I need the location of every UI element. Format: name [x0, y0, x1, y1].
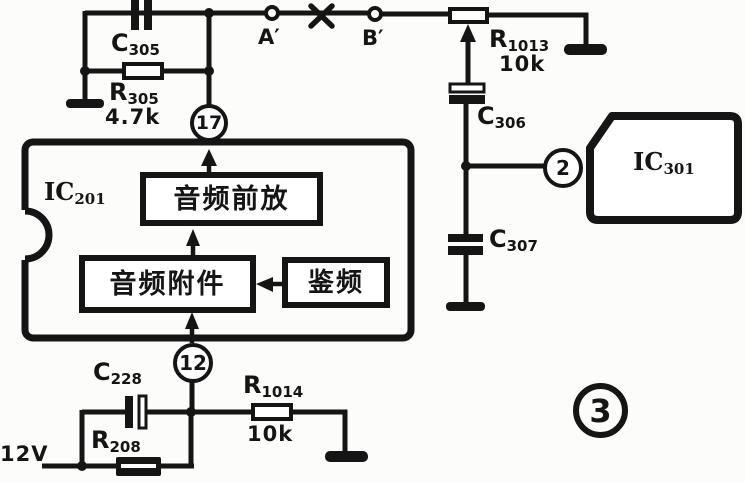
discriminator-block-box	[282, 257, 390, 308]
pin-17-number: 17	[195, 112, 223, 134]
testpoint-b-terminal-icon	[367, 6, 383, 22]
r208-ref: R	[91, 426, 110, 454]
wire-r1013-to-ground	[486, 12, 589, 45]
r305-ref: R	[109, 78, 128, 106]
c306-label: C306	[477, 102, 526, 131]
r1013-sub: 1013	[507, 37, 550, 55]
arrowhead-left-aux-icon	[256, 277, 273, 292]
c307-label: C307	[489, 225, 538, 254]
r1013-value: 10k	[499, 52, 546, 76]
resistor-r305-icon	[122, 62, 164, 80]
ic201-notch-icon	[24, 207, 53, 263]
c305-label: C305	[111, 29, 160, 58]
testpoint-a-terminal-icon	[264, 5, 280, 21]
discriminator-block-label: 鉴频	[307, 267, 364, 298]
c306-ref: C	[477, 102, 495, 130]
ic201-ref: IC	[44, 177, 75, 206]
ic301-sub: 301	[663, 160, 695, 178]
ic301-ref: IC	[633, 147, 664, 176]
cut-x-icon	[308, 3, 335, 29]
resistor-r1013-icon	[448, 7, 489, 24]
preamp-block-box	[140, 172, 323, 226]
resistor-r208-slit	[121, 464, 156, 468]
cap-c306-plate-pos-icon	[448, 82, 486, 94]
c307-ref: C	[489, 225, 507, 253]
ic301-outline	[586, 112, 742, 224]
pin-2-badge: 2	[543, 148, 583, 188]
c305-ref: C	[111, 29, 129, 57]
ic201-label: IC201	[44, 177, 106, 207]
arrowhead-up-aux-icon	[185, 312, 199, 329]
cap-c228-plate2-icon	[137, 394, 148, 430]
aux-block-box	[79, 255, 256, 313]
cap-c307-plate2-icon	[448, 246, 483, 255]
junction-dot	[77, 461, 87, 471]
pin-2-number: 2	[556, 156, 570, 180]
r208-label: R208	[91, 426, 141, 455]
testpoint-b-label: B′	[362, 26, 384, 50]
resistor-r1014-icon	[251, 403, 293, 421]
junction-dot	[204, 66, 214, 76]
junction-dot	[204, 8, 214, 18]
r305-sub: 305	[127, 90, 159, 108]
ic301-label: IC301	[590, 147, 738, 177]
r305-value: 4.7k	[105, 105, 161, 129]
junction-dot	[461, 161, 471, 171]
ic201-sub: 201	[74, 190, 106, 208]
c228-label: C228	[93, 358, 142, 387]
c228-sub: 228	[110, 370, 142, 388]
ground1-icon	[66, 99, 104, 108]
c305-sub: 305	[128, 41, 160, 59]
c228-ref: C	[93, 358, 111, 386]
arrowhead-up-pin17-icon	[201, 149, 217, 166]
r305-label: R305	[109, 78, 159, 107]
wire-r1014-branch	[191, 409, 348, 453]
figure-number: 3	[589, 391, 612, 430]
r1014-sub: 1014	[261, 383, 304, 401]
cap-c228-plate1-icon	[125, 396, 133, 428]
r208-sub: 208	[109, 438, 141, 456]
aux-block-label: 音频附件	[109, 268, 226, 300]
supply-12v-label: 12V	[0, 442, 49, 466]
figure-number-badge: 3	[573, 383, 628, 438]
cap-c306-plate-neg-icon	[449, 95, 485, 104]
junction-dot	[186, 407, 196, 417]
cap-c305-plate2-icon	[144, 0, 152, 30]
arrowhead-up-preamp-icon	[186, 229, 200, 246]
arrowhead-wiper-icon	[460, 24, 476, 42]
pin-12-number: 12	[179, 351, 207, 375]
cap-c305-plate1-icon	[131, 0, 139, 30]
r1013-label: R1013	[489, 25, 549, 54]
r1014-label: R1014	[243, 371, 303, 400]
c307-sub: 307	[506, 237, 538, 255]
r1014-value: 10k	[247, 422, 294, 446]
testpoint-a-label: A′	[258, 25, 280, 49]
r1014-ref: R	[243, 371, 262, 399]
ground4-icon	[325, 451, 368, 462]
cap-c307-plate1-icon	[448, 234, 483, 242]
ground2-icon	[564, 44, 607, 55]
ground3-icon	[446, 302, 485, 311]
junction-dot	[80, 66, 90, 76]
preamp-block-label: 音频前放	[173, 183, 290, 215]
c306-sub: 306	[494, 114, 526, 132]
pin-17-badge: 17	[190, 104, 228, 142]
pin-12-badge: 12	[173, 343, 213, 383]
r1013-ref: R	[489, 25, 508, 53]
